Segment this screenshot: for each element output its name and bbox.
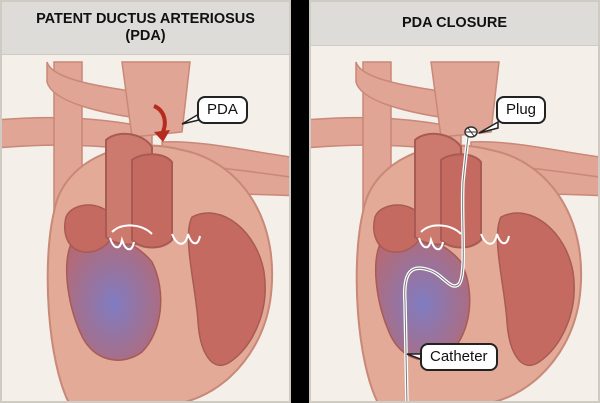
panel-title-line1: PDA CLOSURE: [402, 15, 507, 31]
panel-pda-closure: PDA CLOSURE Plug Catheter: [309, 0, 600, 403]
catheter-callout: Catheter: [420, 343, 498, 371]
panel-title-line2: (PDA): [125, 28, 166, 44]
panel-title: PATENT DUCTUS ARTERIOSUS (PDA): [2, 2, 289, 55]
heart-illustration-closure: [311, 61, 598, 401]
plug-callout: Plug: [496, 96, 547, 124]
heart-illustration-pda: [2, 61, 289, 401]
pda-callout: PDA: [197, 96, 248, 124]
panel-title-line1: PATENT DUCTUS ARTERIOSUS: [36, 11, 255, 27]
panel-pda: PATENT DUCTUS ARTERIOSUS (PDA) PDA: [0, 0, 291, 403]
panel-title: PDA CLOSURE: [311, 2, 598, 46]
